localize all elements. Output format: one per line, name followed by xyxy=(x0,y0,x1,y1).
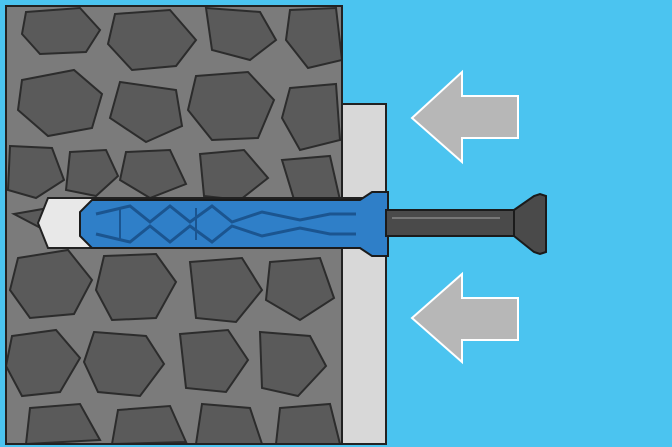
fixture-board xyxy=(341,103,387,445)
nail-screw xyxy=(385,192,547,256)
arrow-left-icon xyxy=(410,69,519,165)
arrow-left-icon xyxy=(410,271,519,365)
anchor-plug xyxy=(79,191,389,257)
